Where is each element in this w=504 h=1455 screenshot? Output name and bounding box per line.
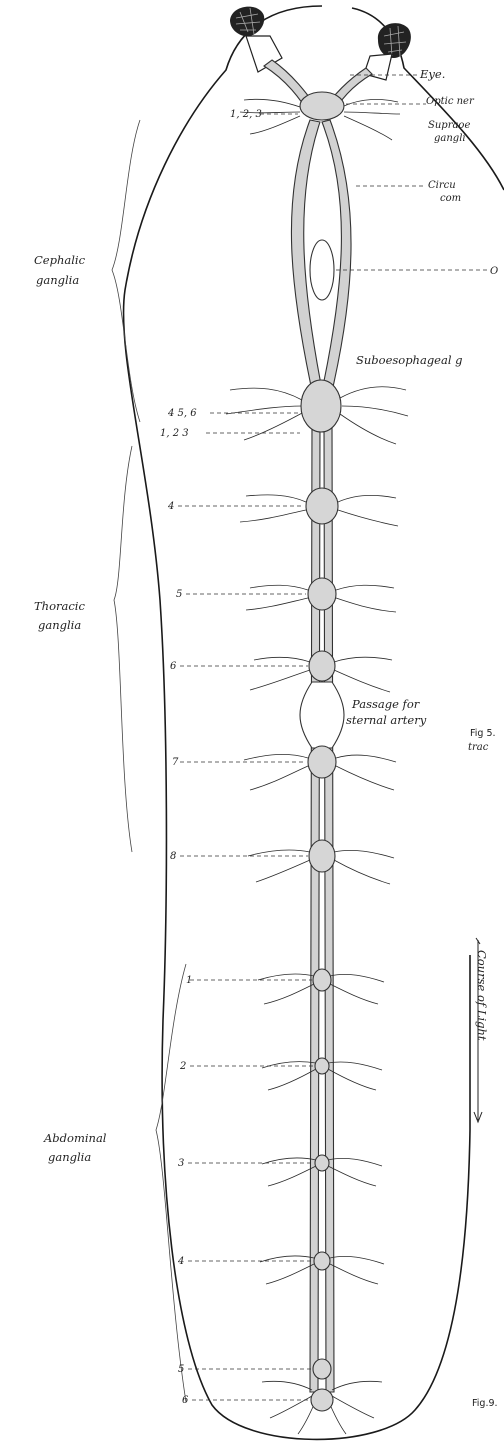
segment-number-cephalic: 1, 2, 3 [230, 109, 262, 120]
thoracic-ganglion-5 [308, 578, 336, 610]
abdominal-number-2: 2 [179, 1061, 186, 1072]
segment-number-sub-upper: 4 5, 6 [167, 408, 197, 419]
right-eye [364, 23, 411, 80]
ventral-cord-right [324, 420, 334, 1392]
thoracic-number-4: 4 [167, 501, 174, 512]
abdominal-ganglion-4 [314, 1252, 330, 1270]
abdominal-number-4: 4 [177, 1256, 184, 1267]
oesophagus [310, 240, 334, 300]
suboesophageal-label: Suboesophageal g [356, 353, 463, 367]
abdominal-number-5: 5 [178, 1364, 184, 1375]
abdominal-ganglia-label-2: ganglia [48, 1150, 91, 1164]
course-of-light-label: Course of Light [475, 950, 489, 1041]
abdominal-number-3: 3 [178, 1158, 184, 1169]
thoracic-brace [114, 446, 132, 852]
fig5-label: Fig 5. [470, 728, 496, 739]
cephalic-ganglia-label: Cephalic [34, 253, 86, 267]
abdominal-ganglion-3 [315, 1155, 329, 1171]
cephalic-brace [112, 120, 140, 422]
circumoesophageal-label-2: com [440, 193, 461, 204]
cephalic-ganglia-label-2: ganglia [36, 273, 79, 287]
abdominal-number-6: 6 [182, 1395, 189, 1406]
supraoesophageal-ganglion [300, 92, 344, 120]
supraoesophageal-label-2: gangli [434, 133, 466, 144]
thoracic-number-5: 5 [176, 589, 182, 600]
abdominal-ganglia-label: Abdominal [43, 1131, 107, 1145]
thoracic-number-8: 8 [170, 851, 176, 862]
thoracic-ganglion-6 [309, 651, 335, 681]
passage-label: Passage for [351, 697, 421, 711]
abdominal-brace [156, 964, 186, 1402]
segment-number-sub-lower: 1, 2 3 [160, 428, 189, 439]
sternal-artery-passage [300, 682, 344, 748]
thoracic-number-7: 7 [172, 757, 179, 768]
supraoesophageal-label: Supraoe [428, 120, 470, 131]
abdominal-ganglion-1 [313, 969, 331, 991]
thoracic-number-6: 6 [170, 661, 177, 672]
oesophagus-label: O [490, 266, 498, 277]
fig9-label: Fig.9. [472, 1398, 498, 1409]
thoracic-ganglion-4 [306, 488, 338, 524]
optic-nerve-label: Optic ner [426, 96, 475, 107]
thoracic-ganglia-label-2: ganglia [38, 618, 81, 632]
fig5-label-2: trac [468, 742, 489, 753]
abdominal-ganglion-5 [313, 1359, 331, 1379]
thoracic-ganglia-label: Thoracic [34, 599, 85, 613]
thoracic-ganglion-7 [308, 746, 336, 778]
ventral-cord-left [310, 420, 320, 1392]
eye-label: Eye. [419, 67, 445, 81]
thoracic-ganglion-8 [309, 840, 335, 872]
passage-label-2: sternal artery [346, 713, 427, 727]
suboesophageal-ganglion [301, 380, 341, 432]
circumoesophageal-label: Circu [428, 180, 456, 191]
abdominal-ganglion-6 [311, 1389, 333, 1411]
abdominal-ganglion-2 [315, 1058, 329, 1074]
abdominal-number-1: 1 [186, 975, 192, 986]
